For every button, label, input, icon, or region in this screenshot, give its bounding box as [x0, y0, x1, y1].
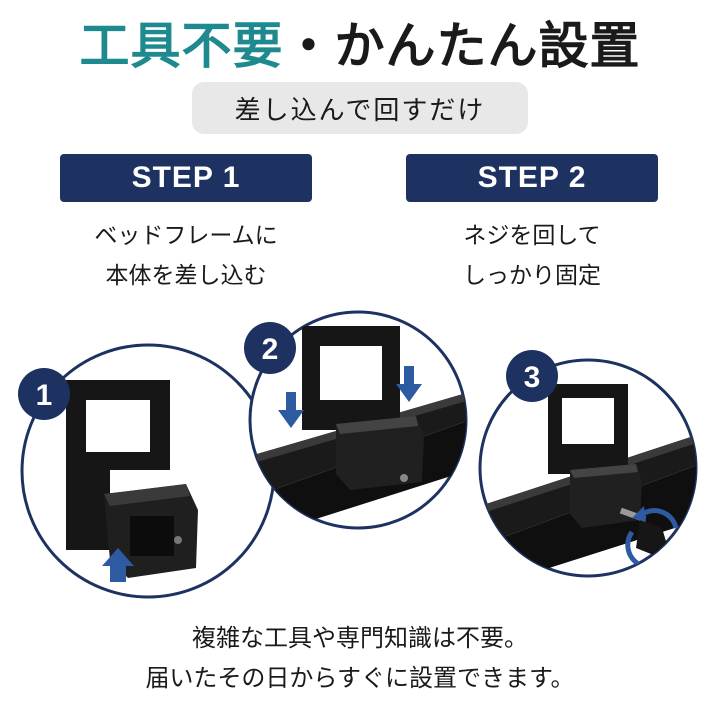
step-1-line-1: ベッドフレームに	[94, 223, 278, 249]
page-title: 工具不要・かんたん設置	[0, 6, 720, 78]
step-1-line-2: 本体を差し込む	[105, 263, 267, 289]
illustration-3-number-badge	[506, 350, 558, 402]
illustration-3-scene: 3	[478, 350, 698, 578]
title-rest: ・かんたん設置	[283, 17, 641, 75]
step-1-description: ベッドフレームに 本体を差し込む	[36, 216, 336, 296]
illustration-1-number-badge	[18, 368, 70, 420]
bracket-plate	[548, 384, 628, 474]
step-2-line-2: しっかり固定	[463, 263, 601, 289]
illustration-1-number: 1	[36, 379, 53, 412]
illustration-1-scene: 1	[18, 343, 276, 599]
step-1-badge: STEP 1	[60, 154, 312, 202]
subtitle-text: 差し込んで回すだけ	[234, 95, 486, 126]
push-down-arrow-right-icon	[396, 366, 422, 402]
screw-knob	[636, 520, 668, 556]
step-2-badge: STEP 2	[406, 154, 658, 202]
bracket-plate	[66, 380, 170, 550]
step-2-description: ネジを回して しっかり固定	[382, 216, 682, 296]
bracket-plate	[302, 326, 400, 430]
footer-description: 複雑な工具や専門知識は不要。 届いたその日からすぐに設置できます。	[0, 618, 720, 698]
illustration-2-scene: 2	[244, 310, 468, 530]
step-2-label: STEP 2	[477, 161, 587, 194]
screw-hole-icon	[174, 536, 182, 544]
clamp-block	[336, 416, 424, 490]
step-1-label: STEP 1	[131, 161, 241, 194]
insert-up-arrow-icon	[102, 548, 134, 582]
illustration-2-number: 2	[262, 333, 279, 366]
step-2-line-1: ネジを回して	[463, 223, 601, 249]
subtitle-pill: 差し込んで回すだけ	[192, 82, 528, 134]
footer-line-1: 複雑な工具や専門知識は不要。	[192, 624, 528, 652]
footer-line-2: 届いたその日からすぐに設置できます。	[145, 664, 575, 692]
illustration-3-number: 3	[524, 361, 541, 394]
screw-hole-icon	[400, 474, 408, 482]
illustration-2-number-badge	[244, 322, 296, 374]
title-accent: 工具不要	[79, 17, 284, 75]
push-down-arrow-left-icon	[278, 392, 304, 428]
